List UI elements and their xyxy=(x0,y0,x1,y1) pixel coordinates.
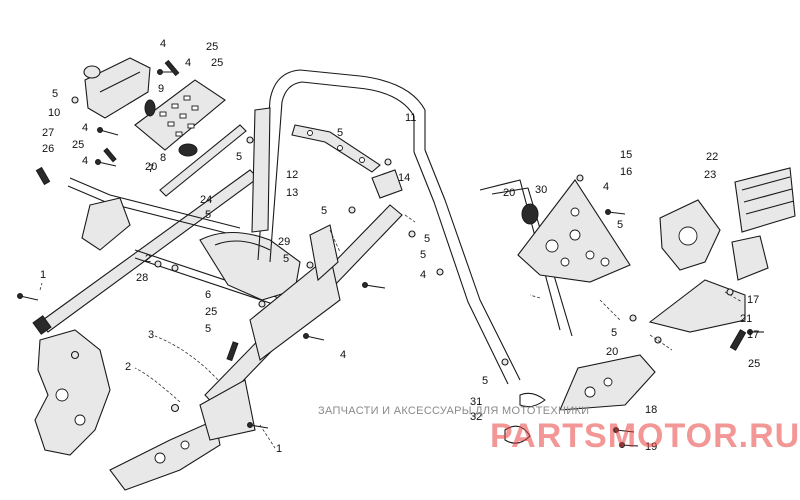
callout-5: 5 xyxy=(424,233,430,245)
callout-32: 32 xyxy=(470,411,482,423)
callout-4: 4 xyxy=(420,269,426,281)
callout-15: 15 xyxy=(620,149,632,161)
callout-2: 2 xyxy=(145,253,151,265)
callout-20: 20 xyxy=(503,187,515,199)
callout-25: 25 xyxy=(211,57,223,69)
roll-cage xyxy=(251,69,573,385)
rear-right-bracket xyxy=(648,279,747,351)
callout-25: 25 xyxy=(205,306,217,318)
callout-5: 5 xyxy=(337,127,343,139)
callout-21: 21 xyxy=(740,313,752,325)
callout-25: 25 xyxy=(72,139,84,151)
callout-4: 4 xyxy=(185,57,191,69)
callout-5: 5 xyxy=(236,151,242,163)
callout-14: 14 xyxy=(398,172,410,184)
callout-22: 22 xyxy=(706,151,718,163)
callout-31: 31 xyxy=(470,396,482,408)
callout-19: 19 xyxy=(645,441,657,453)
lower-left-mount-bracket xyxy=(34,329,221,491)
watermark-subtitle: ЗАПЧАСТИ И АКСЕССУАРЫ ДЛЯ МОТОТЕХНИКИ xyxy=(318,405,590,417)
callout-5: 5 xyxy=(611,327,617,339)
cage-bracket-upper xyxy=(291,124,403,199)
callout-17: 17 xyxy=(747,294,759,306)
callout-1: 1 xyxy=(40,269,46,281)
callout-3: 3 xyxy=(148,329,154,341)
callout-27: 27 xyxy=(42,127,54,139)
callout-5: 5 xyxy=(420,249,426,261)
lower-center-rail xyxy=(199,204,403,441)
electronics-box xyxy=(734,167,796,233)
callout-29: 29 xyxy=(278,236,290,248)
callout-17: 17 xyxy=(747,329,759,341)
callout-23: 23 xyxy=(704,169,716,181)
callout-30: 30 xyxy=(535,184,547,196)
callout-13: 13 xyxy=(286,187,298,199)
callout-11: 11 xyxy=(405,112,416,124)
callout-12: 12 xyxy=(286,169,298,181)
right-mount-plate xyxy=(517,179,631,283)
callout-6: 6 xyxy=(205,289,211,301)
callout-5: 5 xyxy=(283,253,289,265)
callout-9: 9 xyxy=(158,83,164,95)
lower-right-plate xyxy=(504,354,656,444)
callout-25: 25 xyxy=(748,358,760,370)
callout-5: 5 xyxy=(321,205,327,217)
callout-18: 18 xyxy=(645,404,657,416)
callout-24: 24 xyxy=(200,194,212,206)
leader-lines xyxy=(39,214,743,449)
callout-26: 26 xyxy=(42,143,54,155)
callout-20: 20 xyxy=(145,161,157,173)
callout-16: 16 xyxy=(620,166,632,178)
callout-7: 7 xyxy=(148,163,154,175)
vented-plate xyxy=(134,79,226,157)
callout-25: 25 xyxy=(206,41,218,53)
callout-5: 5 xyxy=(205,209,211,221)
callout-5: 5 xyxy=(52,88,58,100)
callout-5: 5 xyxy=(617,219,623,231)
callout-2: 2 xyxy=(125,361,131,373)
callout-4: 4 xyxy=(603,181,609,193)
tilted-bar xyxy=(159,124,247,197)
callout-4: 4 xyxy=(82,122,88,134)
reservoir-tank xyxy=(83,57,151,119)
callout-10: 10 xyxy=(48,107,60,119)
callout-20: 20 xyxy=(606,346,618,358)
callout-1: 1 xyxy=(276,443,282,455)
callout-4: 4 xyxy=(340,349,346,361)
callout-5: 5 xyxy=(205,323,211,335)
callout-4: 4 xyxy=(160,38,166,50)
callout-5: 5 xyxy=(482,375,488,387)
fasteners xyxy=(17,59,764,448)
component-bracket xyxy=(659,199,769,281)
watermark-logo: PARTSMOTOR.RU xyxy=(490,417,800,455)
callout-8: 8 xyxy=(160,152,166,164)
side-brace xyxy=(309,224,339,282)
callout-4: 4 xyxy=(82,155,88,167)
callout-28: 28 xyxy=(136,272,148,284)
